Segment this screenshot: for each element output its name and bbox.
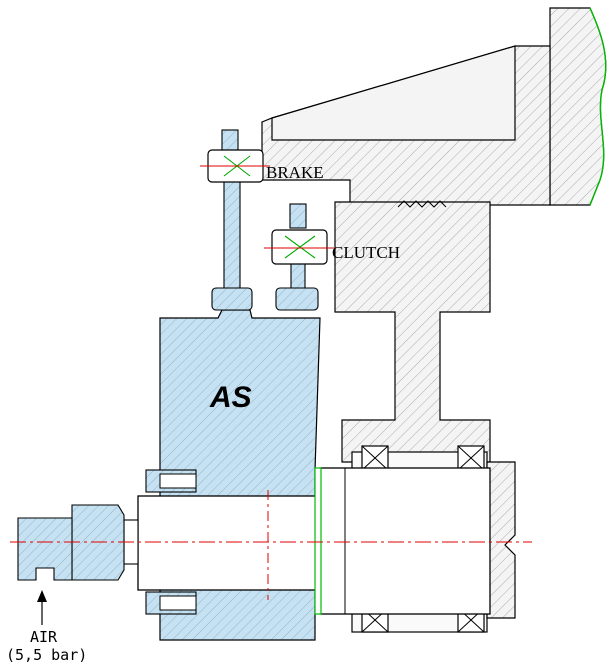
brake-pad bbox=[200, 149, 270, 183]
upper-bearing bbox=[361, 445, 485, 471]
wall-support bbox=[549, 7, 607, 206]
main-shaft bbox=[137, 467, 491, 615]
clutch-pad bbox=[264, 229, 334, 265]
brake-rod bbox=[211, 129, 253, 311]
air-label: AIR bbox=[30, 628, 58, 646]
flywheel bbox=[334, 200, 491, 463]
brake-label: BRAKE bbox=[266, 163, 324, 182]
air-arrow bbox=[37, 590, 47, 625]
actuator-label: AS bbox=[209, 381, 252, 414]
pressure-label: (5,5 bar) bbox=[6, 646, 87, 664]
clutch-label: CLUTCH bbox=[332, 243, 400, 262]
brake-bracket bbox=[261, 45, 551, 206]
upper-bolt bbox=[145, 469, 197, 493]
lower-bolt bbox=[145, 591, 197, 615]
